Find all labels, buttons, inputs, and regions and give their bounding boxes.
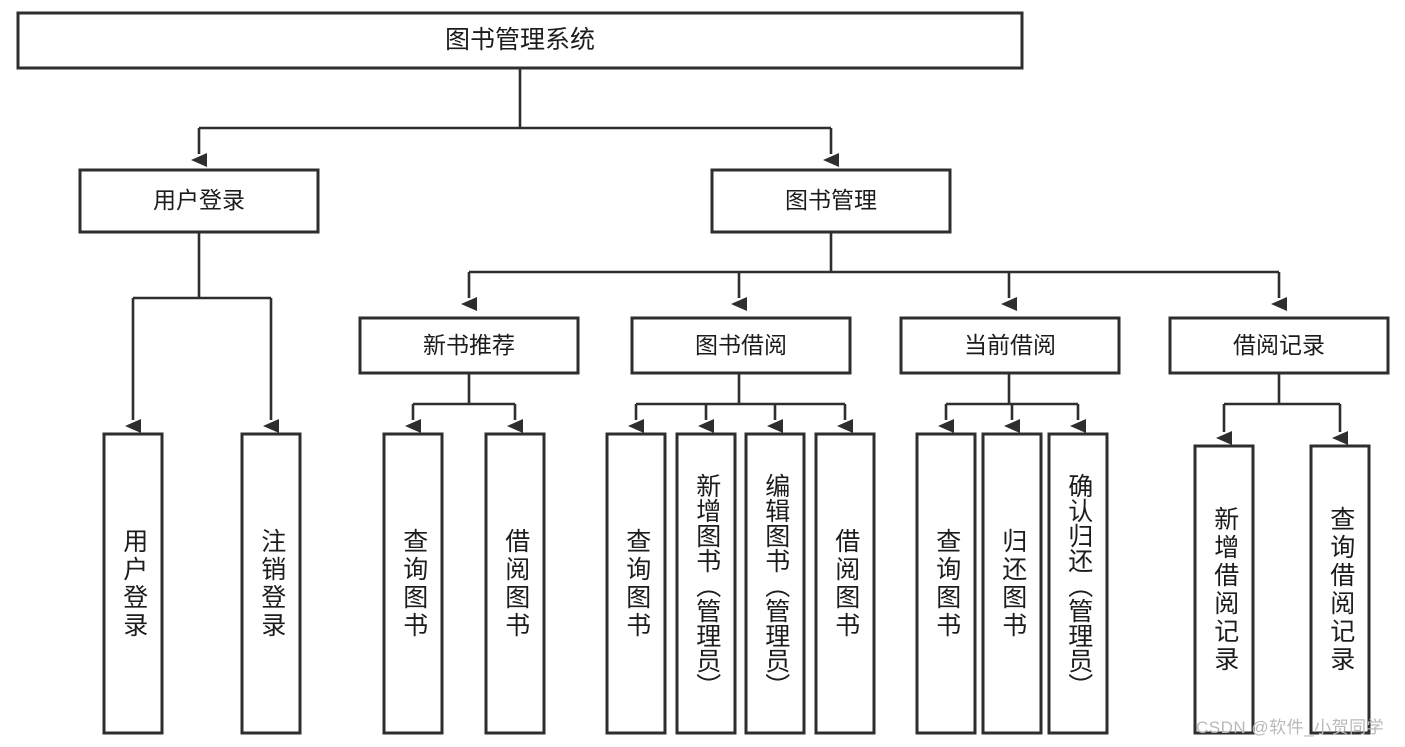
leaf-rect-borrow-record-1[interactable]: [1309, 444, 1371, 735]
leaf-rect-book-borrow-2[interactable]: [744, 432, 806, 735]
connector-new-book-to-leaves: [405, 373, 523, 433]
leaf-rect-current-borrow-2[interactable]: [1047, 432, 1109, 735]
node-borrow-record-rect[interactable]: [1168, 316, 1390, 375]
leaf-rect-new-book-0[interactable]: [382, 432, 444, 735]
leaf-rect-book-borrow-3[interactable]: [814, 432, 876, 735]
leaf-rect-user-login-0[interactable]: [102, 432, 164, 735]
leaf-rect-book-borrow-0[interactable]: [605, 432, 667, 735]
node-root-rect[interactable]: [16, 11, 1024, 70]
connector-book-manage-to-level3: [461, 232, 1287, 311]
leaf-rect-current-borrow-0[interactable]: [915, 432, 977, 735]
connector-user-login-to-leaves: [125, 232, 279, 433]
node-book-manage-rect[interactable]: [710, 168, 952, 234]
leaf-rect-current-borrow-1[interactable]: [981, 432, 1043, 735]
connector-book-borrow-to-leaves: [628, 373, 853, 433]
leaf-rect-user-login-1[interactable]: [240, 432, 302, 735]
node-book-borrow-rect[interactable]: [630, 316, 852, 375]
connector-borrow-record-to-leaves: [1216, 373, 1348, 445]
node-new-book-rect[interactable]: [358, 316, 580, 375]
leaf-rect-book-borrow-1[interactable]: [675, 432, 737, 735]
node-user-login-rect[interactable]: [78, 168, 320, 234]
leaf-rect-new-book-1[interactable]: [484, 432, 546, 735]
leaf-rect-borrow-record-0[interactable]: [1193, 444, 1255, 735]
connector-current-borrow-to-leaves: [938, 373, 1086, 433]
node-current-borrow-rect[interactable]: [899, 316, 1121, 375]
connector-root-to-level2: [191, 68, 839, 167]
